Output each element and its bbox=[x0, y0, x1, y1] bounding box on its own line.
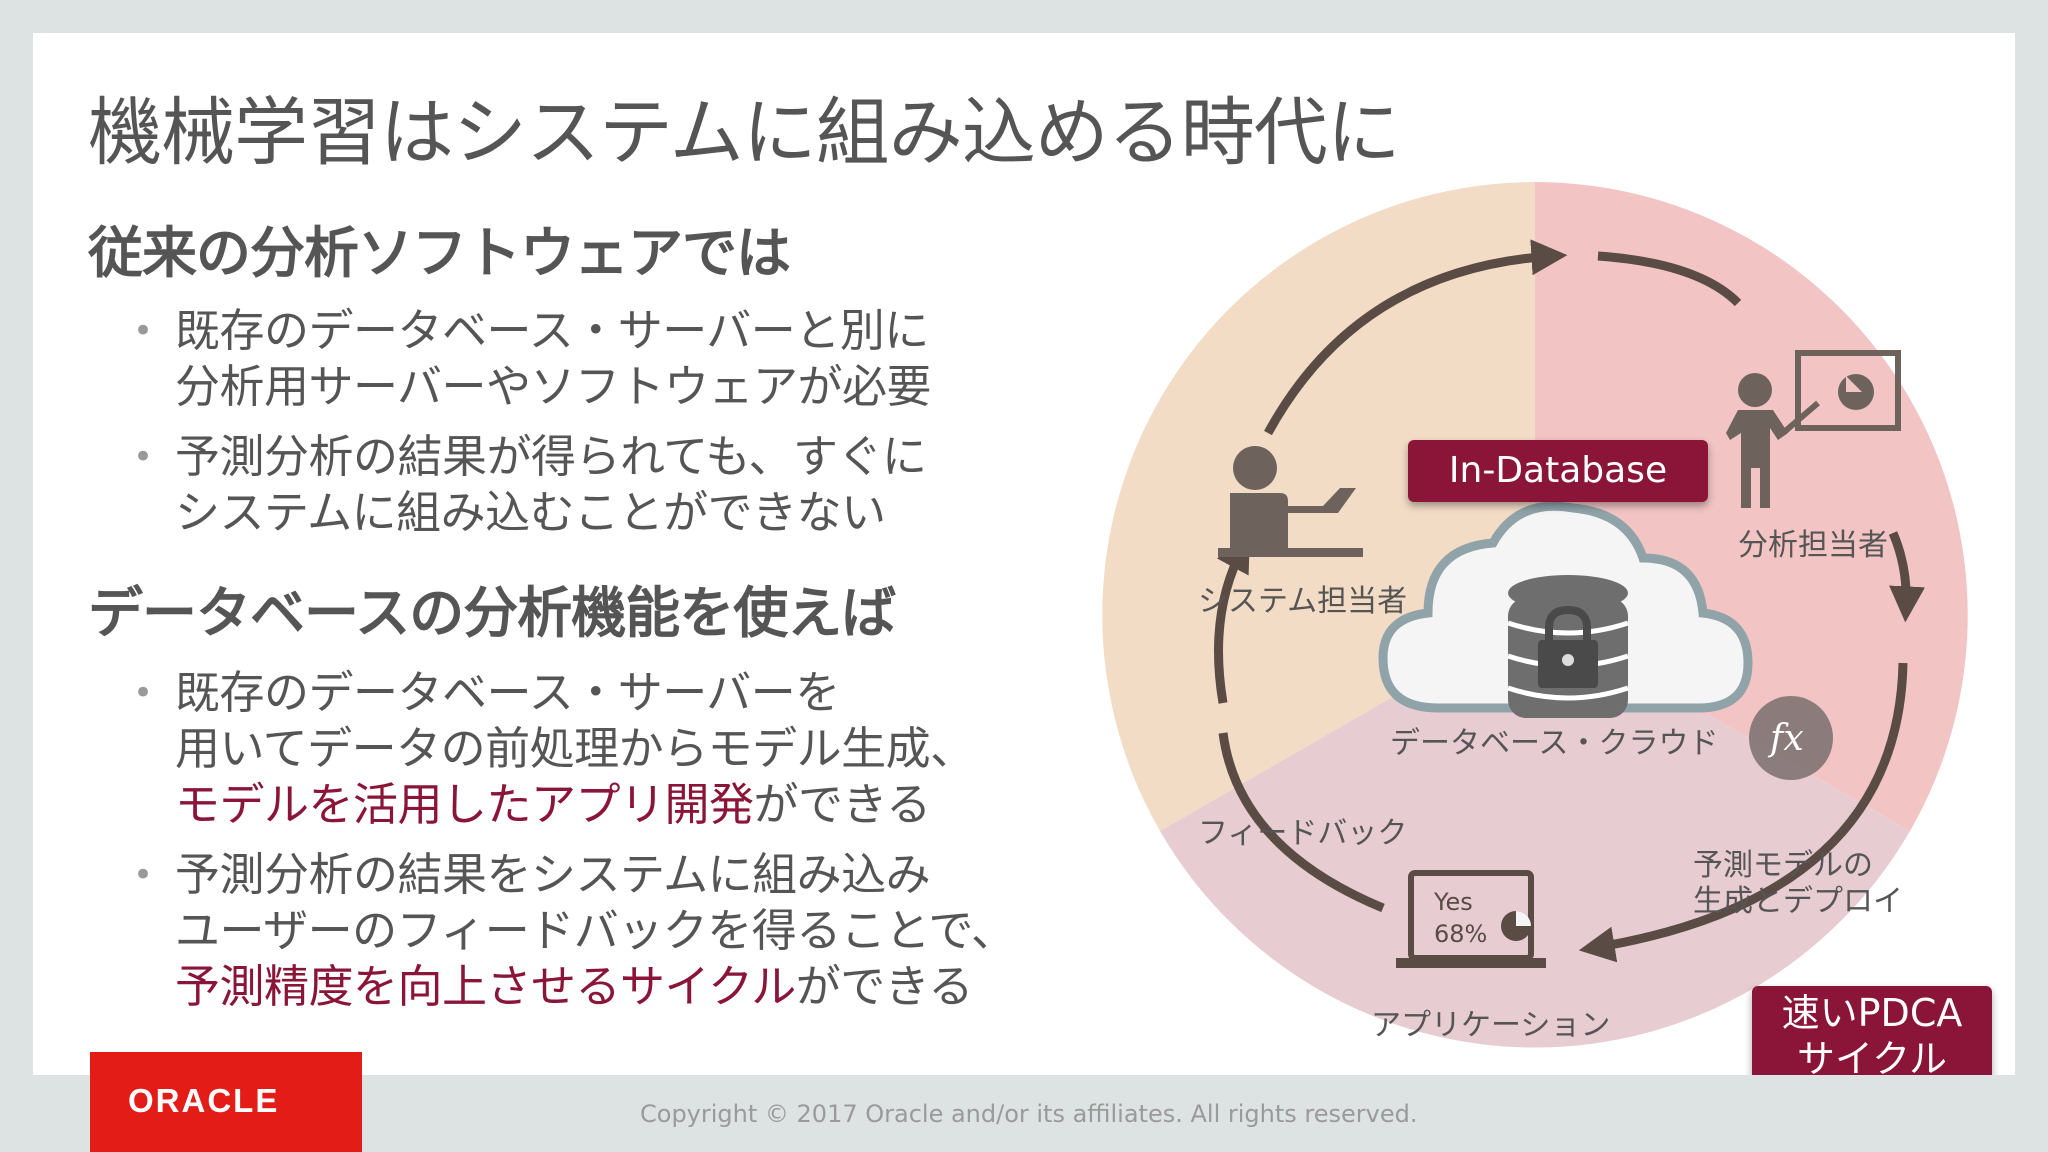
label-system-staff: システム担当者 bbox=[1198, 584, 1408, 619]
arrow-app-to-feedback bbox=[1218, 732, 1385, 913]
bullet-line: 予測分析の結果が得られても、すぐに bbox=[175, 430, 927, 483]
bullet-text: ができる bbox=[753, 778, 932, 831]
pdca-badge: 速いPDCA サイクル bbox=[1752, 986, 1992, 1075]
pdca-badge-line2: サイクル bbox=[1796, 1037, 1948, 1075]
arrow-down-to-model bbox=[1888, 531, 1926, 623]
person-laptop-icon bbox=[1218, 446, 1363, 557]
bullet-text: ができる bbox=[795, 960, 974, 1013]
bullet-line: モデルを活用したアプリ開発ができる bbox=[175, 777, 1093, 833]
bullet-line: 分析用サーバーやソフトウェアが必要 bbox=[175, 360, 932, 413]
oracle-logo-text: ORACLE bbox=[128, 1082, 280, 1119]
label-database-cloud: データベース・クラウド bbox=[1390, 726, 1719, 761]
arrow-to-analyst bbox=[1264, 239, 1568, 436]
arrow-model-to-app bbox=[1578, 662, 1908, 963]
bullet-line: ユーザーのフィードバックを得ることで、 bbox=[175, 904, 1016, 957]
bullet-line: 既存のデータベース・サーバーを bbox=[175, 666, 840, 719]
label-model-line2: 生成とデプロイ bbox=[1693, 884, 1903, 919]
monitor-icon bbox=[1396, 870, 1546, 968]
slide-title: 機械学習はシステムに組み込める時代に bbox=[88, 90, 1401, 176]
bullet-list-conventional: 既存のデータベース・サーバーと別に 分析用サーバーやソフトウェアが必要 予測分析… bbox=[133, 303, 1093, 555]
bullet-line: 用いてデータの前処理からモデル生成、 bbox=[175, 722, 975, 775]
label-application: アプリケーション bbox=[1371, 1008, 1611, 1043]
label-feedback: フィードバック bbox=[1198, 816, 1408, 851]
arrow-analyst-to-model bbox=[1597, 251, 1742, 307]
bullet-line: 予測精度を向上させるサイクルができる bbox=[175, 959, 1093, 1015]
label-model-line1: 予測モデルの bbox=[1693, 848, 1873, 883]
label-analyst: 分析担当者 bbox=[1738, 528, 1888, 563]
oracle-logo: ORACLE bbox=[90, 1052, 362, 1152]
fx-circle-icon bbox=[1749, 696, 1833, 780]
presenter-icon bbox=[1726, 350, 1901, 508]
database-cloud-icon bbox=[1378, 501, 1753, 718]
copyright-text: Copyright © 2017 Oracle and/or its affil… bbox=[640, 1100, 1418, 1128]
bullet-line: 予測分析の結果をシステムに組み込み bbox=[175, 848, 931, 901]
bullet-line: 既存のデータベース・サーバーと別に bbox=[175, 304, 929, 357]
highlight-text: モデルを活用したアプリ開発 bbox=[175, 778, 754, 831]
app-percent-text: 68% bbox=[1434, 920, 1488, 948]
bullet-item: 予測分析の結果をシステムに組み込み ユーザーのフィードバックを得ることで、 予測… bbox=[133, 847, 1093, 1015]
cycle-graphic bbox=[1102, 182, 1968, 1048]
in-database-badge: In-Database bbox=[1408, 440, 1708, 502]
bullet-item: 予測分析の結果が得られても、すぐに システムに組み込むことができない bbox=[133, 429, 1093, 541]
slide: 機械学習はシステムに組み込める時代に 従来の分析ソフトウェアでは 既存のデータベ… bbox=[33, 33, 2015, 1075]
section-heading-conventional: 従来の分析ソフトウェアでは bbox=[88, 221, 791, 285]
pdca-badge-line1: 速いPDCA bbox=[1781, 991, 1963, 1035]
bullet-item: 既存のデータベース・サーバーを 用いてデータの前処理からモデル生成、 モデルを活… bbox=[133, 665, 1093, 833]
bullet-item: 既存のデータベース・サーバーと別に 分析用サーバーやソフトウェアが必要 bbox=[133, 303, 1093, 415]
bullet-line: システムに組み込むことができない bbox=[175, 486, 886, 539]
app-yes-text: Yes bbox=[1434, 888, 1473, 916]
arrow-feedback-to-system bbox=[1214, 535, 1250, 704]
highlight-text: 予測精度を向上させるサイクル bbox=[175, 960, 796, 1013]
pdca-cycle-diagram: In-Database システム担当者 分析担当者 データベース・クラウド フィ… bbox=[1098, 178, 2008, 1075]
segment-application bbox=[1160, 615, 1910, 1048]
bullet-list-database: 既存のデータベース・サーバーを 用いてデータの前処理からモデル生成、 モデルを活… bbox=[133, 665, 1093, 1029]
fx-label: fx bbox=[1770, 718, 1804, 759]
label-model-deploy: 予測モデルの 生成とデプロイ bbox=[1693, 848, 1903, 920]
section-heading-database: データベースの分析機能を使えば bbox=[88, 581, 896, 645]
